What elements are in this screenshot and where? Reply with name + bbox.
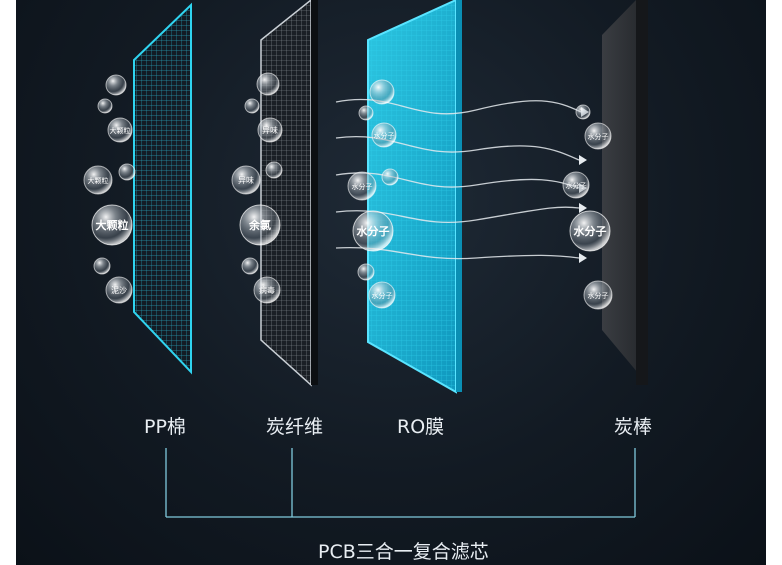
layer-label-pp: PP棉 (144, 416, 186, 438)
pp-panel (133, 2, 192, 375)
carbon-bubble-label: 异味 (262, 125, 278, 135)
ro-membrane-panel (367, 0, 462, 394)
ro-bubble-label: 水分子 (372, 291, 393, 300)
carbon-bubble-label: 病毒 (259, 285, 275, 295)
carbon-fiber-bubbles: 异味 异味 余氯 病毒 (231, 72, 283, 304)
filter-illustration: 大颗粒 大颗粒 大颗粒 泥沙 异味 异味 余氯 病毒 (83, 0, 648, 518)
pp-bubble-label: 大颗粒 (96, 218, 129, 232)
ro-bubble-label: 水分子 (352, 182, 373, 191)
filter-stage: 大颗粒 大颗粒 大颗粒 泥沙 异味 异味 余氯 病毒 (16, 0, 766, 565)
ro-bubble-label: 水分子 (357, 224, 390, 238)
ro-bubble-label: 水分子 (374, 131, 395, 140)
pp-bubbles: 大颗粒 大颗粒 大颗粒 泥沙 (83, 74, 136, 304)
pp-bubble-label: 大颗粒 (88, 176, 109, 185)
layer-label-carbon-rod: 炭棒 (614, 416, 653, 438)
composite-filter-title: PCB三合一复合滤芯 (318, 541, 489, 563)
ro-bubbles: 水分子 水分子 水分子 水分子 (347, 79, 399, 309)
rod-bubble-label: 水分子 (588, 291, 609, 300)
rod-bubble-label: 水分子 (574, 224, 607, 238)
layer-label-ro: RO膜 (397, 416, 445, 438)
layer-label-carbon-fiber: 炭纤维 (266, 416, 324, 438)
composite-bracket (165, 448, 636, 518)
rod-bubbles: 水分子 水分子 水分子 水分子 (562, 104, 613, 310)
carbon-bubble-label: 异味 (238, 175, 254, 185)
rod-bubble-label: 水分子 (566, 181, 587, 190)
rod-bubble-label: 水分子 (588, 132, 609, 141)
carbon-bubble-label: 余氯 (248, 218, 271, 232)
pp-bubble-label: 大颗粒 (110, 126, 131, 135)
pp-bubble-label: 泥沙 (111, 286, 127, 295)
carbon-fiber-panel (260, 0, 318, 387)
carbon-rod-panel (602, 0, 648, 385)
